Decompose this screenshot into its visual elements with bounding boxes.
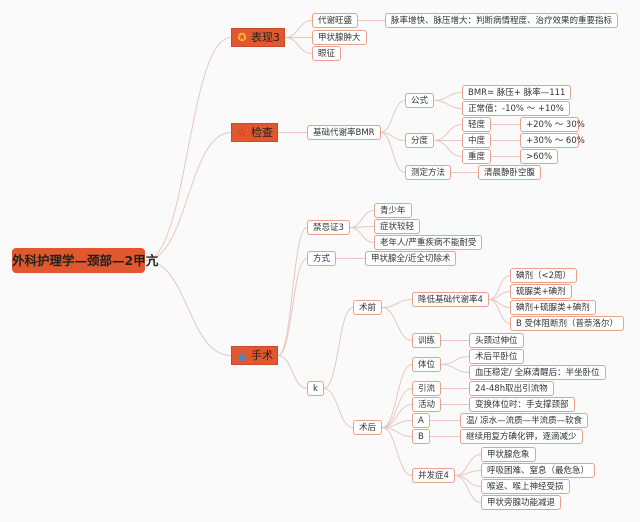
list-item[interactable]: 碘剂（<2周） xyxy=(510,268,578,283)
list-item[interactable]: 呼吸困难、窒息（最危急） xyxy=(481,463,596,478)
list-item[interactable]: 喉返、喉上神经受损 xyxy=(481,479,570,494)
connector-line xyxy=(349,210,375,228)
node-zhong[interactable]: 中度 xyxy=(462,133,492,148)
node-bmr[interactable]: 基础代谢率BMR xyxy=(307,125,381,140)
list-item[interactable]: 老年人/严重疾病不能耐受 xyxy=(374,235,483,250)
list-item[interactable]: 甲状腺危象 xyxy=(481,447,536,462)
connector-line xyxy=(144,260,232,356)
connector-line xyxy=(454,454,482,476)
list-item[interactable]: 青少年 xyxy=(374,203,412,218)
connector-line xyxy=(380,100,406,133)
connector-line xyxy=(381,364,413,428)
node-xunlian-value[interactable]: 头颈过伸位 xyxy=(469,333,524,348)
award-icon: ✪ xyxy=(237,30,247,44)
connector-line xyxy=(433,124,463,141)
node-zhong-value[interactable]: +30% ～ 60% xyxy=(520,133,585,148)
branch-biaoxian[interactable]: ✪ 表现3 xyxy=(231,28,285,47)
node-a-value[interactable]: 温/ 凉水—流质—半流质—软食 xyxy=(460,413,589,428)
branch-label: 表现3 xyxy=(251,31,280,44)
node-method[interactable]: 测定方法 xyxy=(405,165,452,180)
list-item[interactable]: 症状较轻 xyxy=(374,219,421,234)
branch-label: 手术 xyxy=(251,349,273,362)
node-daixie-detail[interactable]: 脉率增快、脉压增大：判断病情程度、治疗效果的重要指标 xyxy=(385,13,619,28)
node-b-value[interactable]: 继续用复方碘化钾，逐滴减少 xyxy=(460,429,583,444)
connector-line xyxy=(144,37,232,261)
list-item[interactable]: 碘剂+硫脲类+碘剂 xyxy=(510,300,596,315)
node-zhongda[interactable]: 甲状腺肿大 xyxy=(312,30,367,45)
connector-line xyxy=(277,258,308,356)
list-item[interactable]: 硫脲类+碘剂 xyxy=(510,284,572,299)
connector-line xyxy=(323,307,354,389)
node-fendu[interactable]: 分度 xyxy=(405,133,435,148)
node-jinji[interactable]: 禁忌证3 xyxy=(307,220,350,235)
node-huodong[interactable]: 活动 xyxy=(412,397,442,412)
connector-line xyxy=(441,356,470,365)
connector-line xyxy=(454,475,482,503)
list-item[interactable]: B 受体阻断剂（普萘洛尔） xyxy=(510,316,625,331)
connector-line xyxy=(277,227,308,356)
node-qing[interactable]: 轻度 xyxy=(462,117,492,132)
node-yanzheng[interactable]: 眼征 xyxy=(312,46,342,61)
node-bingfa[interactable]: 并发症4 xyxy=(412,468,455,483)
connector-line xyxy=(382,299,413,308)
node-formula[interactable]: BMR= 脉压+ 脉率—111 xyxy=(462,85,572,100)
root-topic[interactable]: 外科护理学—颈部—2甲亢 xyxy=(12,248,158,273)
node-chong[interactable]: 重度 xyxy=(462,149,492,164)
node-chong-value[interactable]: >60% xyxy=(520,149,559,164)
connector-line xyxy=(323,388,354,428)
node-jiangdi[interactable]: 降低基础代谢率4 xyxy=(412,292,489,307)
branch-label: 检查 xyxy=(251,126,273,139)
node-qing-value[interactable]: +20% ～ 30% xyxy=(520,117,585,132)
node-method-value[interactable]: 清晨静卧空腹 xyxy=(478,165,542,180)
connector-line xyxy=(488,299,511,324)
connector-line xyxy=(454,475,482,487)
node-daixie[interactable]: 代谢旺盛 xyxy=(312,13,359,28)
node-fangshi[interactable]: 方式 xyxy=(307,251,337,266)
node-yinliu-value[interactable]: 24-48h取出引流物 xyxy=(469,381,554,396)
connector-line xyxy=(441,364,470,373)
connector-line xyxy=(284,37,313,54)
node-shuqian[interactable]: 术前 xyxy=(353,300,383,315)
branch-jiancha[interactable]: ☆ 检查 xyxy=(231,123,278,142)
connector-line xyxy=(434,92,463,101)
list-item[interactable]: 甲状旁腺功能减退 xyxy=(481,495,562,510)
connector-line xyxy=(381,388,413,428)
connector-line xyxy=(382,427,413,437)
connector-line xyxy=(144,132,232,261)
connector-line xyxy=(381,307,413,341)
list-item[interactable]: 血压稳定/ 全麻清醒后：半坐卧位 xyxy=(469,365,606,380)
node-yinliu[interactable]: 引流 xyxy=(412,381,442,396)
connector-line xyxy=(381,427,413,476)
node-b[interactable]: B xyxy=(412,429,430,444)
drop-icon: ▲ xyxy=(237,348,247,362)
star-icon: ☆ xyxy=(237,125,247,139)
connector-line xyxy=(433,140,463,157)
connector-line xyxy=(284,20,313,38)
connector-line xyxy=(277,355,308,389)
node-shuhou[interactable]: 术后 xyxy=(353,420,383,435)
node-gongshi[interactable]: 公式 xyxy=(405,93,435,108)
node-a[interactable]: A xyxy=(412,413,430,428)
connector-line xyxy=(434,100,463,109)
node-tiwei[interactable]: 体位 xyxy=(412,357,442,372)
branch-shoushu[interactable]: ▲ 手术 xyxy=(231,346,278,365)
node-huodong-value[interactable]: 变换体位时：手支撑颈部 xyxy=(469,397,575,412)
node-k[interactable]: k xyxy=(307,381,324,396)
connector-line xyxy=(380,132,406,173)
node-xunlian[interactable]: 训练 xyxy=(412,333,442,348)
node-normal[interactable]: 正常值：-10% ～ +10% xyxy=(462,101,570,116)
node-fangshi-value[interactable]: 甲状腺全/近全切除术 xyxy=(365,251,457,266)
connector-line xyxy=(349,227,375,243)
list-item[interactable]: 术后平卧位 xyxy=(469,349,524,364)
